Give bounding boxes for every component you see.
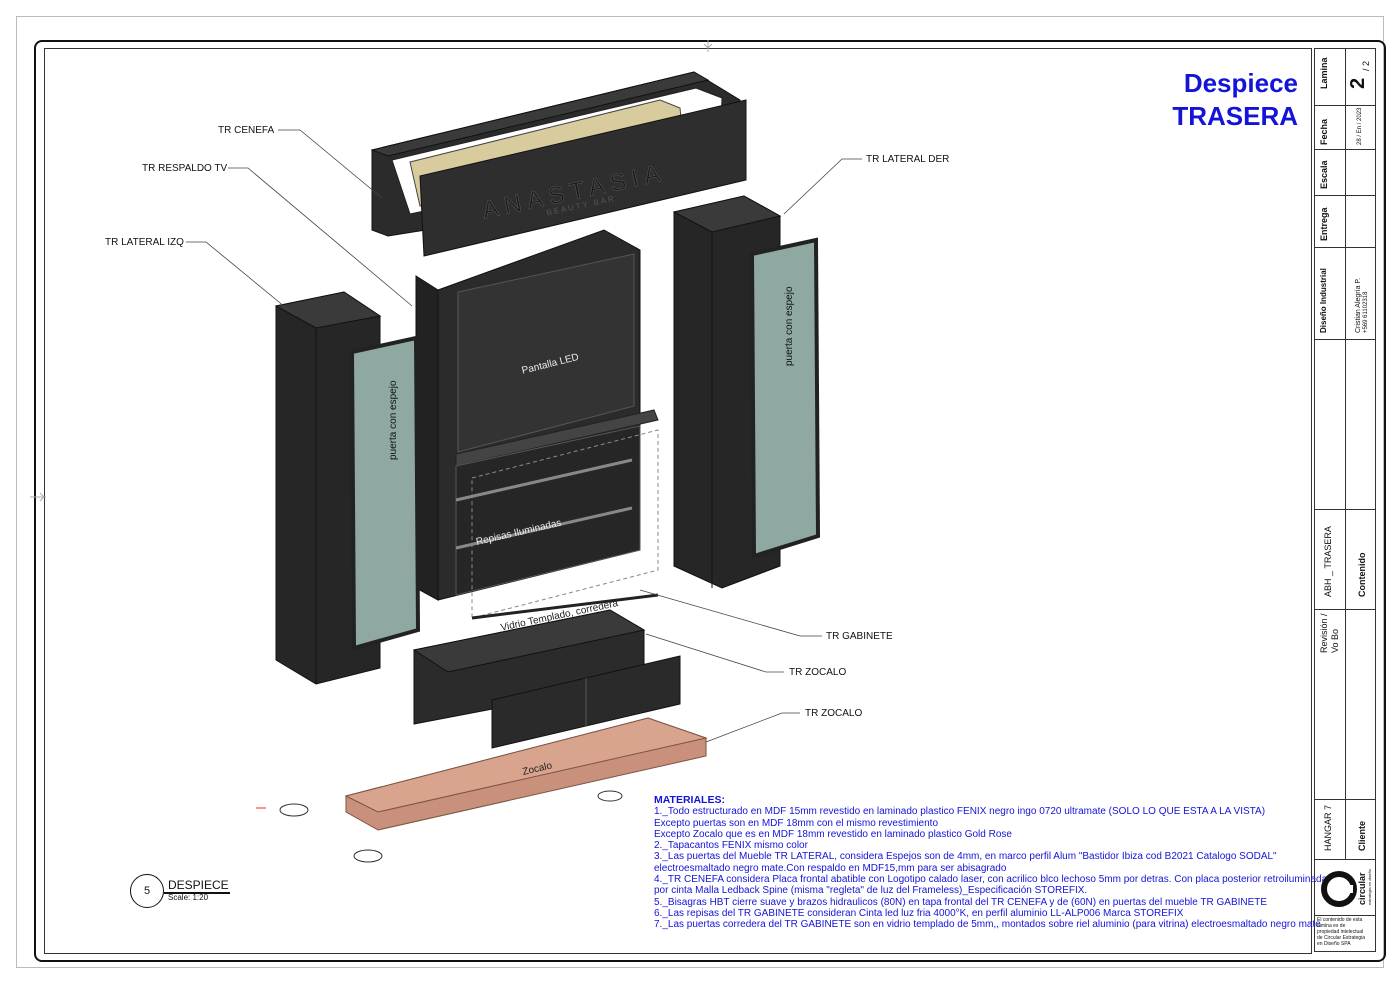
registration-marks bbox=[30, 40, 713, 502]
lamina-total: / 2 bbox=[1361, 60, 1371, 71]
materials-line: electroesmaltado negro mate.Con respaldo… bbox=[654, 862, 1007, 874]
sheet-title-line2: TRASERA bbox=[1172, 101, 1298, 131]
materials-line: 7._Las puertas corredera del TR GABINETE… bbox=[654, 919, 1321, 931]
materials-line: 5._Bisagras HBT cierre suave y brazos hi… bbox=[654, 896, 1268, 908]
materials-line: Excepto Zocalo que es en MDF 18mm revest… bbox=[654, 828, 1012, 840]
legal-note-line: propiedad intelectual bbox=[1317, 929, 1364, 935]
outer-border bbox=[16, 16, 1384, 968]
cliente-label: Cliente bbox=[1357, 820, 1367, 851]
tr-cenefa-part: ANASTASIA BEAUTY BAR bbox=[370, 71, 747, 257]
callout-tr-cenefa: TR CENEFA bbox=[218, 125, 275, 136]
tr-lateral-der-part: puerta con espejo bbox=[672, 195, 821, 589]
company-logo: circular estrategia en diseño bbox=[1319, 867, 1372, 911]
title-block: Lamina 2 / 2 Fecha 28 / En / 2023 Escala… bbox=[1314, 48, 1376, 952]
company-sub: estrategia en diseño bbox=[1367, 868, 1372, 905]
fecha-value: 28 / En / 2023 bbox=[1357, 107, 1363, 145]
designer-name: Cristian Alegría P. bbox=[1355, 277, 1362, 333]
callout-tr-respaldo-tv: TR RESPALDO TV bbox=[142, 163, 228, 174]
materials-line: Excepto puertas son en MDF 18mm con el m… bbox=[654, 817, 938, 829]
designer-phone: +569 61102318 bbox=[1363, 291, 1369, 333]
escala-label: Escala bbox=[1319, 160, 1329, 189]
legal-note-line: lámina es de bbox=[1317, 923, 1346, 929]
exploded-view-drawing: ANASTASIA BEAUTY BAR Pantalla LED Repisa… bbox=[30, 40, 862, 863]
zocalo-base-part: Zocalo bbox=[344, 717, 708, 831]
tr-gabinete-part: Pantalla LED Repisas Iluminadas Vidrio T… bbox=[415, 229, 659, 634]
materials-notes: MATERIALES: 1._Todo estructurado en MDF … bbox=[654, 794, 1328, 931]
company-name: circular bbox=[1357, 872, 1367, 905]
contenido-label: Contenido bbox=[1357, 552, 1367, 598]
legal-note-line: de Circular Estrategia bbox=[1317, 935, 1366, 941]
hardware-marks bbox=[256, 790, 623, 863]
materials-line: 4._TR CENEFA considera Placa frontal aba… bbox=[654, 874, 1328, 886]
puerta-der-label: puerta con espejo bbox=[784, 286, 795, 366]
legal-note-line: El contenido de esta bbox=[1317, 917, 1363, 923]
drawing-area-border bbox=[44, 48, 1312, 954]
lamina-value: 2 bbox=[1347, 77, 1369, 89]
cliente-value: HANGAR 7 bbox=[1323, 804, 1333, 851]
legal-note-line: en Diseño SPA bbox=[1317, 941, 1351, 947]
detail-underline bbox=[164, 892, 230, 894]
company-logo-icon bbox=[1321, 871, 1357, 907]
detail-number: 5 bbox=[143, 885, 151, 897]
materials-line: 2._Tapacantos FENIX mismo color bbox=[654, 840, 808, 852]
materials-heading: MATERIALES: bbox=[654, 794, 725, 806]
contenido-value: ABH _ TRASERA bbox=[1323, 526, 1333, 597]
materials-line: 3._Las puertas del Mueble TR LATERAL, co… bbox=[654, 851, 1277, 863]
legal-note: El contenido de esta lámina es de propie… bbox=[1317, 917, 1365, 947]
lamina-label: Lamina bbox=[1319, 57, 1329, 89]
detail-number-circle: 5 bbox=[130, 874, 164, 908]
callout-tr-zocalo-1: TR ZOCALO bbox=[789, 667, 847, 678]
callout-tr-lateral-der: TR LATERAL DER bbox=[866, 154, 950, 165]
puerta-izq-label: puerta con espejo bbox=[388, 380, 399, 460]
entrega-label: Entrega bbox=[1319, 207, 1329, 241]
callout-tr-gabinete: TR GABINETE bbox=[826, 631, 893, 642]
detail-name: DESPIECE bbox=[168, 878, 229, 892]
callout-tr-lateral-izq: TR LATERAL IZQ bbox=[105, 237, 184, 248]
tr-lateral-izq-part: puerta con espejo bbox=[274, 291, 421, 685]
tr-zocalo-cabinet-part bbox=[412, 609, 681, 749]
revision-label: Revisión / bbox=[1319, 613, 1329, 653]
sheet-title-line1: Despiece bbox=[1183, 68, 1298, 98]
materials-line: por cinta Malla Ledback Spine (misma "re… bbox=[654, 885, 1088, 897]
materials-line: 1._Todo estructurado en MDF 15mm revesti… bbox=[654, 806, 1266, 818]
callout-tr-zocalo-2: TR ZOCALO bbox=[805, 708, 863, 719]
leader-lines bbox=[186, 129, 862, 743]
title-block-divider bbox=[1345, 49, 1346, 859]
diseno-label: Diseño Industrial bbox=[1319, 268, 1328, 333]
vobo-label: Vo Bo bbox=[1330, 628, 1340, 653]
detail-scale: Scale: 1:20 bbox=[168, 893, 209, 902]
sheet-frame bbox=[34, 40, 1386, 962]
materials-line: 6._Las repisas del TR GABINETE considera… bbox=[654, 907, 1184, 919]
fecha-label: Fecha bbox=[1319, 118, 1329, 145]
